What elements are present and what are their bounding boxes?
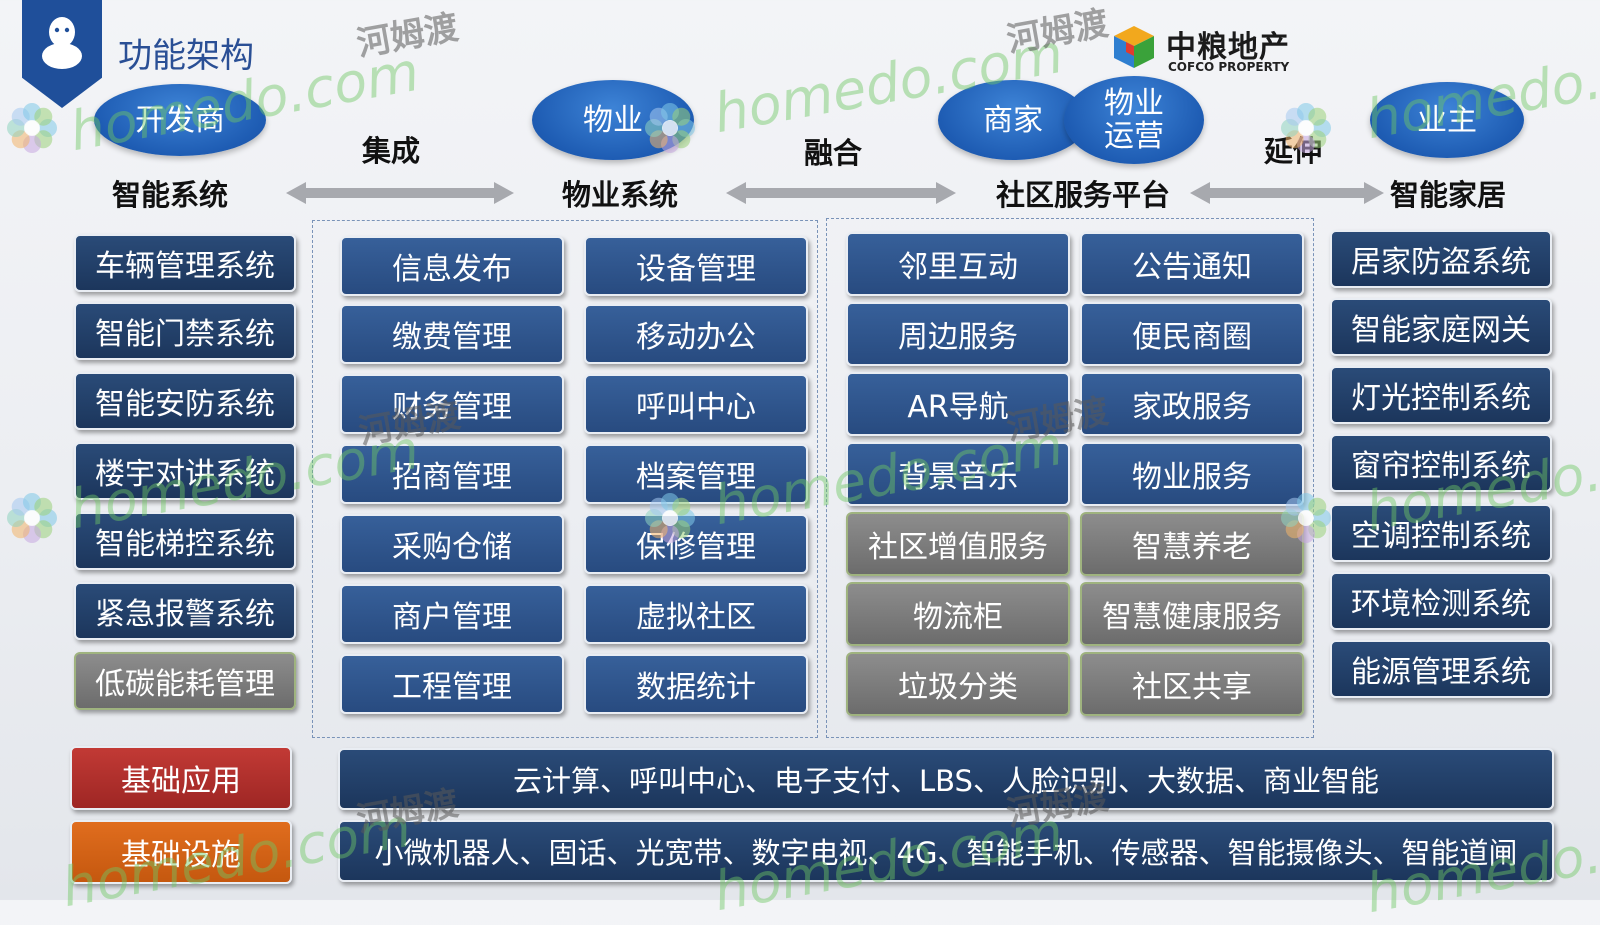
oval-owner: 业主 [1370, 82, 1524, 158]
property-system-frame [312, 220, 818, 738]
property-left-item-3: 财务管理 [340, 374, 564, 434]
community-left-item-3: AR导航 [846, 372, 1070, 436]
watermark-cn: 河姆渡 [353, 7, 462, 65]
community-left-item-7: 垃圾分类 [846, 652, 1070, 716]
property-left-item-7: 工程管理 [340, 654, 564, 714]
brand-subtitle: COFCO PROPERTY [1168, 60, 1290, 74]
smart-system-item-2: 智能门禁系统 [74, 302, 296, 360]
property-right-item-3: 呼叫中心 [584, 374, 808, 434]
community-right-item-2: 便民商圈 [1080, 302, 1304, 366]
smart-system-item-3: 智能安防系统 [74, 372, 296, 430]
property-right-item-5: 保修管理 [584, 514, 808, 574]
smart-home-item-6: 环境检测系统 [1330, 572, 1552, 630]
property-left-item-1: 信息发布 [340, 236, 564, 296]
community-left-item-1: 邻里互动 [846, 232, 1070, 296]
property-left-item-2: 缴费管理 [340, 304, 564, 364]
property-right-item-7: 数据统计 [584, 654, 808, 714]
watermark-flower-icon [7, 103, 57, 153]
connector-fuse: 融合 [804, 136, 863, 170]
column-title-community-platform: 社区服务平台 [996, 178, 1171, 212]
penguin-icon [42, 17, 82, 69]
community-left-item-5: 社区增值服务 [846, 512, 1070, 576]
smart-home-item-2: 智能家庭网关 [1330, 298, 1552, 356]
double-arrow-fuse [726, 182, 956, 204]
double-arrow-extend [1190, 182, 1384, 204]
page-title: 功能架构 [118, 36, 254, 76]
smart-system-item-1: 车辆管理系统 [74, 234, 296, 292]
community-left-item-4: 背景音乐 [846, 442, 1070, 506]
column-title-smart-home: 智能家居 [1390, 178, 1507, 212]
watermark-flower-icon [7, 493, 57, 543]
community-right-item-6: 智慧健康服务 [1080, 582, 1304, 646]
column-title-property-system: 物业系统 [562, 178, 679, 212]
community-left-item-2: 周边服务 [846, 302, 1070, 366]
oval-developer: 开发商 [94, 84, 266, 156]
watermark-flower-icon [645, 493, 695, 543]
smart-system-item-4: 楼宇对讲系统 [74, 442, 296, 500]
smart-system-item-5: 智能梯控系统 [74, 512, 296, 570]
watermark-cn: 河姆渡 [1003, 3, 1112, 61]
property-left-item-4: 招商管理 [340, 444, 564, 504]
property-right-item-1: 设备管理 [584, 236, 808, 296]
foundation-infra-label: 基础设施 [70, 820, 292, 884]
foundation-apps-content: 云计算、呼叫中心、电子支付、LBS、人脸识别、大数据、商业智能 [338, 748, 1554, 810]
foundation-apps-label: 基础应用 [70, 746, 292, 810]
community-right-item-1: 公告通知 [1080, 232, 1304, 296]
property-left-item-5: 采购仓储 [340, 514, 564, 574]
double-arrow-integrate [286, 182, 514, 204]
smart-system-item-6: 紧急报警系统 [74, 582, 296, 640]
property-right-item-6: 虚拟社区 [584, 584, 808, 644]
watermark-flower-icon [645, 103, 695, 153]
property-right-item-4: 档案管理 [584, 444, 808, 504]
community-right-item-3: 家政服务 [1080, 372, 1304, 436]
smart-home-item-4: 窗帘控制系统 [1330, 434, 1552, 492]
smart-home-item-5: 空调控制系统 [1330, 504, 1552, 562]
column-title-smart-system: 智能系统 [112, 178, 229, 212]
foundation-infra-content: 小微机器人、固话、光宽带、数字电视、4G、智能手机、传感器、智能摄像头、智能道闸 [338, 820, 1554, 882]
watermark-flower-icon [1281, 493, 1331, 543]
oval-merchant: 商家 [938, 80, 1088, 160]
community-left-item-6: 物流柜 [846, 582, 1070, 646]
property-right-item-2: 移动办公 [584, 304, 808, 364]
watermark-flower-icon [1281, 103, 1331, 153]
community-right-item-4: 物业服务 [1080, 442, 1304, 506]
brand-name: 中粮地产 [1166, 30, 1290, 65]
smart-home-item-3: 灯光控制系统 [1330, 366, 1552, 424]
community-right-item-7: 社区共享 [1080, 652, 1304, 716]
smart-home-item-7: 能源管理系统 [1330, 640, 1552, 698]
community-right-item-5: 智慧养老 [1080, 512, 1304, 576]
community-platform-frame [826, 218, 1314, 738]
smart-home-item-1: 居家防盗系统 [1330, 230, 1552, 288]
connector-integrate: 集成 [362, 134, 421, 168]
smart-system-item-7: 低碳能耗管理 [74, 652, 296, 710]
property-left-item-6: 商户管理 [340, 584, 564, 644]
oval-property-ops: 物业 运营 [1064, 76, 1204, 164]
brand-logo-icon [1114, 26, 1154, 68]
